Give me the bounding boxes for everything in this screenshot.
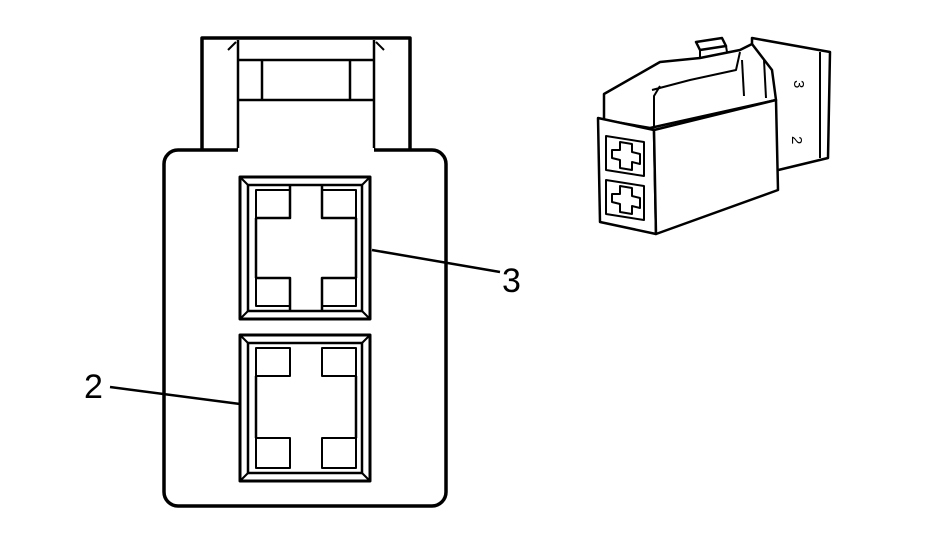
iso-label-2: 2 [788,136,805,144]
leader-line-3 [371,248,501,274]
leader-line-2 [109,385,241,406]
callout-3: 3 [502,262,521,300]
iso-cavity-2 [605,179,645,221]
terminal-cavity-3 [238,175,372,321]
terminal-cavity-2 [238,333,372,483]
iso-cavity-3 [605,135,645,177]
iso-label-3: 3 [790,80,807,88]
callout-2: 2 [84,368,103,406]
locking-tab [200,36,412,154]
connector-isometric-view [596,36,832,236]
connector-body [162,148,448,508]
connector-front-view [109,36,501,508]
